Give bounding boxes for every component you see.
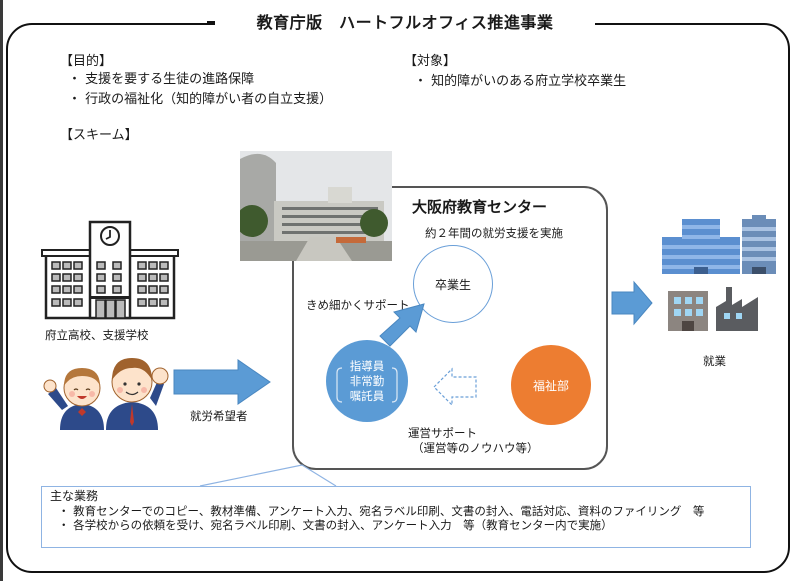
students-icon	[43, 358, 169, 430]
scheme-label: 【スキーム】	[60, 128, 138, 143]
arrow-welfare-to-staff	[433, 367, 477, 407]
purpose-label: 【目的】	[60, 54, 113, 69]
center-subtitle: 約２年間の就労支援を実施	[425, 226, 563, 240]
staff-brackets	[336, 367, 398, 403]
page-title: 教育庁版 ハートフルオフィス推進事業	[256, 13, 554, 32]
ops-support-sublabel: （運営等のノウハウ等）	[412, 441, 539, 455]
employment-caption: 就業	[703, 354, 726, 368]
left-edge-bar	[0, 0, 3, 581]
target-item: ・ 知的障がいのある府立学校卒業生	[414, 74, 627, 89]
graduate-circle: 卒業生	[413, 245, 493, 323]
purpose-item: ・ 行政の福祉化（知的障がい者の自立支援）	[68, 92, 333, 107]
duties-item: ・ 教育センターでのコピー、教材準備、アンケート入力、宛名ラベル印刷、文書の封入…	[58, 503, 705, 518]
school-caption: 府立高校、支援学校	[45, 328, 149, 342]
center-title: 大阪府教育センター	[412, 198, 548, 216]
duties-item: ・ 各学校からの依頼を受け、宛名ラベル印刷、文書の封入、アンケート入力 等（教育…	[58, 518, 613, 532]
staff-line: 嘱託員	[349, 388, 385, 403]
staff-line: 非常勤	[349, 373, 385, 388]
education-center-photo	[240, 151, 392, 261]
staff-circle: 指導員 非常勤 嘱託員	[326, 340, 408, 422]
title-container: 教育庁版 ハートフルオフィス推進事業	[215, 6, 595, 36]
duties-box: 主な業務 ・ 教育センターでのコピー、教材準備、アンケート入力、宛名ラベル印刷、…	[41, 486, 751, 548]
arrow-staff-to-graduate	[379, 303, 425, 347]
school-building-icon	[41, 220, 179, 320]
support-label: きめ細かくサポート	[306, 298, 410, 312]
purpose-item: ・ 支援を要する生徒の進路保障	[68, 72, 255, 87]
arrow-applicants-to-center	[173, 359, 271, 405]
arrow-center-to-employment	[611, 280, 653, 326]
companies-icon	[662, 215, 776, 331]
graduate-label: 卒業生	[434, 277, 471, 292]
welfare-circle: 福祉部	[511, 345, 591, 425]
education-center-box	[292, 186, 608, 470]
target-label: 【対象】	[404, 54, 457, 69]
ops-support-label: 運営サポート	[408, 426, 477, 440]
welfare-label: 福祉部	[532, 378, 569, 393]
applicants-caption: 就労希望者	[190, 409, 248, 423]
duties-title: 主な業務	[50, 489, 99, 503]
staff-line: 指導員	[349, 358, 385, 373]
